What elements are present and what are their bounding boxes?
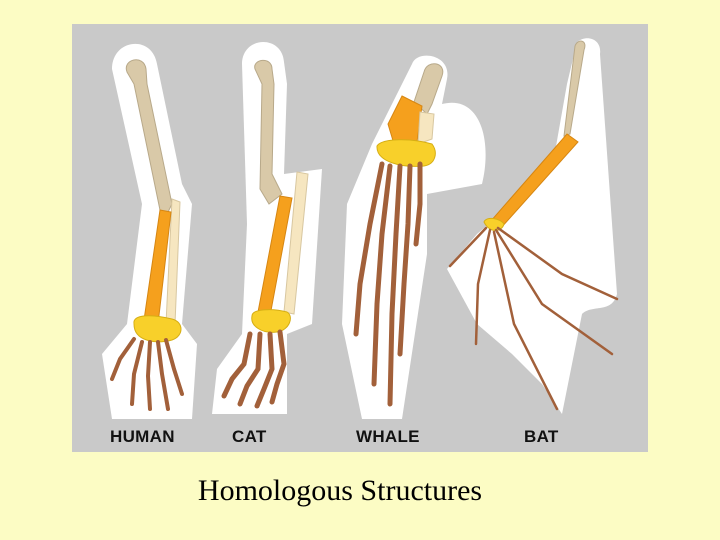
cat-carpals (251, 309, 291, 333)
bat-humerus (563, 40, 586, 137)
whale-humerus (413, 63, 444, 115)
cat-limb-halo (212, 41, 322, 414)
bat-phalanges (448, 226, 619, 411)
bat-wing-membrane (447, 38, 617, 415)
human-limb (102, 43, 197, 419)
cat-ulna (283, 171, 309, 315)
whale-carpals (376, 139, 436, 167)
cat-toe-2 (237, 331, 263, 407)
bat-finger-5 (496, 226, 619, 301)
whale-digit-5 (413, 161, 423, 247)
human-finger-2 (145, 340, 152, 411)
label-human: HUMAN (110, 427, 175, 446)
whale-phalanges (353, 161, 423, 407)
bat-finger-2 (474, 228, 492, 346)
cat-toe-4 (269, 329, 287, 405)
whale-limb (342, 55, 486, 419)
cat-humerus (254, 59, 283, 205)
human-carpals (133, 315, 182, 343)
human-thumb (110, 337, 136, 381)
label-cat: CAT (232, 427, 267, 446)
bat-finger-3 (492, 230, 559, 411)
label-bat: BAT (524, 427, 559, 446)
whale-digit-1 (353, 161, 385, 337)
bat-thumb (448, 226, 488, 268)
cat-limb (212, 41, 322, 414)
whale-digit-4 (397, 163, 413, 357)
label-whale: WHALE (356, 427, 420, 446)
whale-digit-3 (387, 163, 403, 407)
human-finger-1 (130, 340, 144, 406)
whale-ulna (417, 111, 435, 145)
cat-toe-3 (254, 331, 275, 409)
whale-digit-2 (371, 163, 393, 387)
limbs-illustration (102, 38, 619, 419)
homologous-limbs-figure: HUMAN CAT WHALE BAT (72, 24, 648, 452)
human-finger-3 (156, 340, 170, 411)
human-phalanges (110, 337, 184, 411)
bat-finger-4 (494, 228, 614, 356)
cat-toe-1 (221, 331, 253, 399)
cat-phalanges (221, 329, 287, 409)
slide-caption: Homologous Structures (197, 474, 483, 507)
human-finger-4 (164, 338, 184, 396)
bat-limb (447, 38, 619, 415)
